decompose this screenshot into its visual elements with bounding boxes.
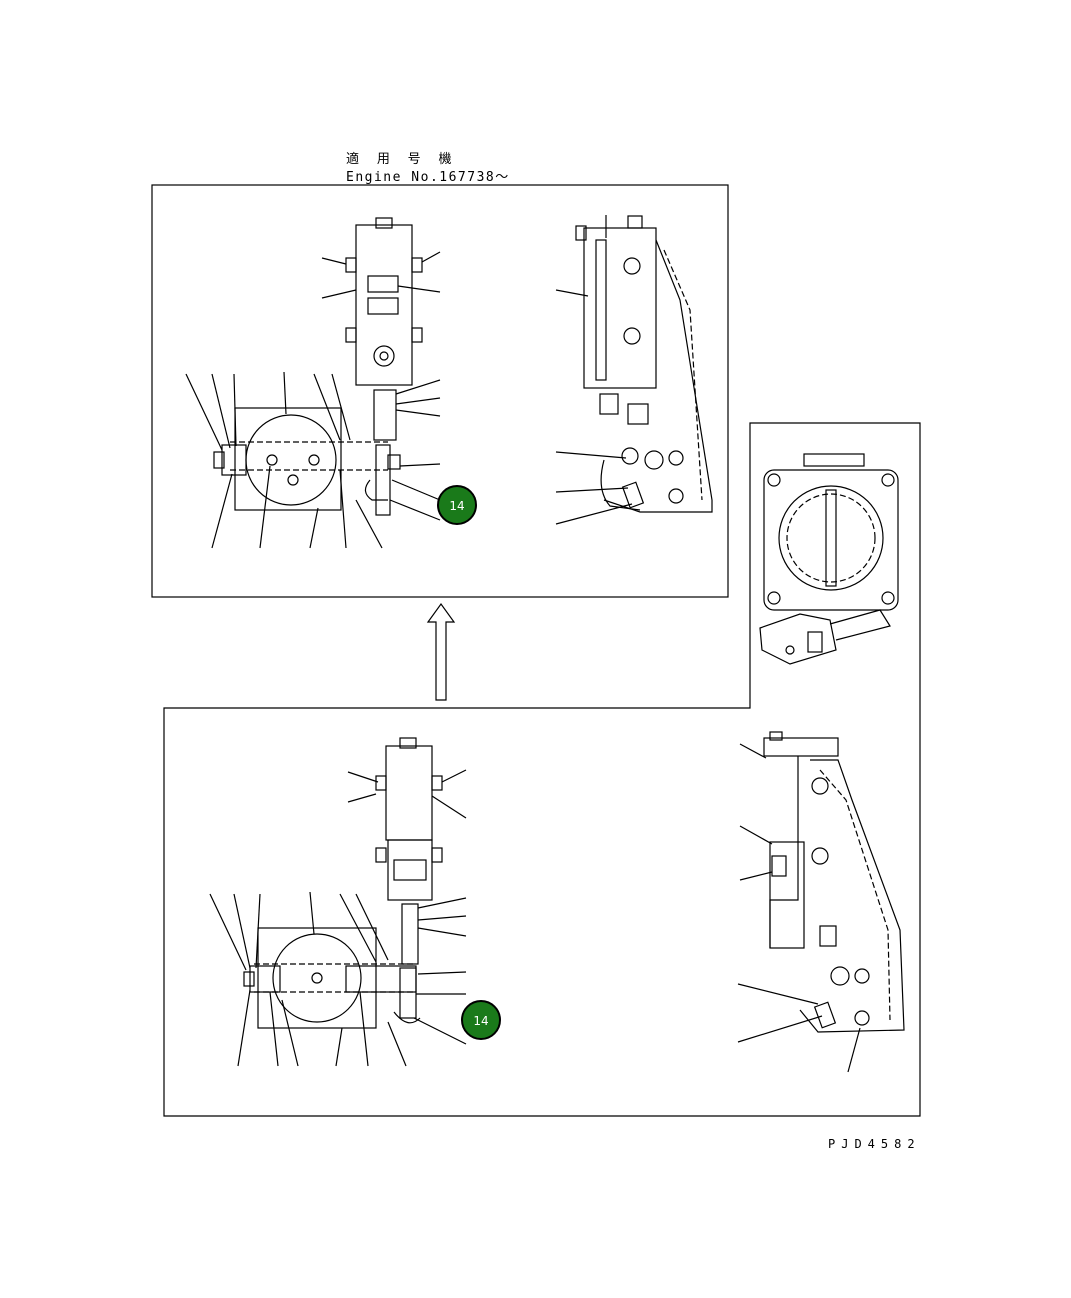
- lower-callout-badge[interactable]: [461, 1000, 501, 1040]
- lower-callout-number: 14: [473, 1014, 488, 1028]
- upper-callout-badge[interactable]: [437, 485, 477, 525]
- lower-view-frame: [163, 422, 921, 1117]
- applicable-serial-label: 適 用 号 機: [346, 152, 457, 167]
- lower-bracket-side-view: [737, 731, 905, 1073]
- inset-throttle-front-view: [759, 453, 899, 665]
- upper-bracket-side-view: [555, 215, 713, 525]
- upper-view-frame: [151, 184, 729, 598]
- upper-callout-number: 14: [449, 499, 464, 513]
- transition-arrow: [426, 602, 456, 701]
- lower-throttle-assembly: [209, 737, 467, 1067]
- upper-throttle-assembly: [185, 217, 441, 549]
- drawing-id: PJD4582: [828, 1137, 921, 1151]
- engine-number-label: Engine No.167738～: [346, 170, 510, 185]
